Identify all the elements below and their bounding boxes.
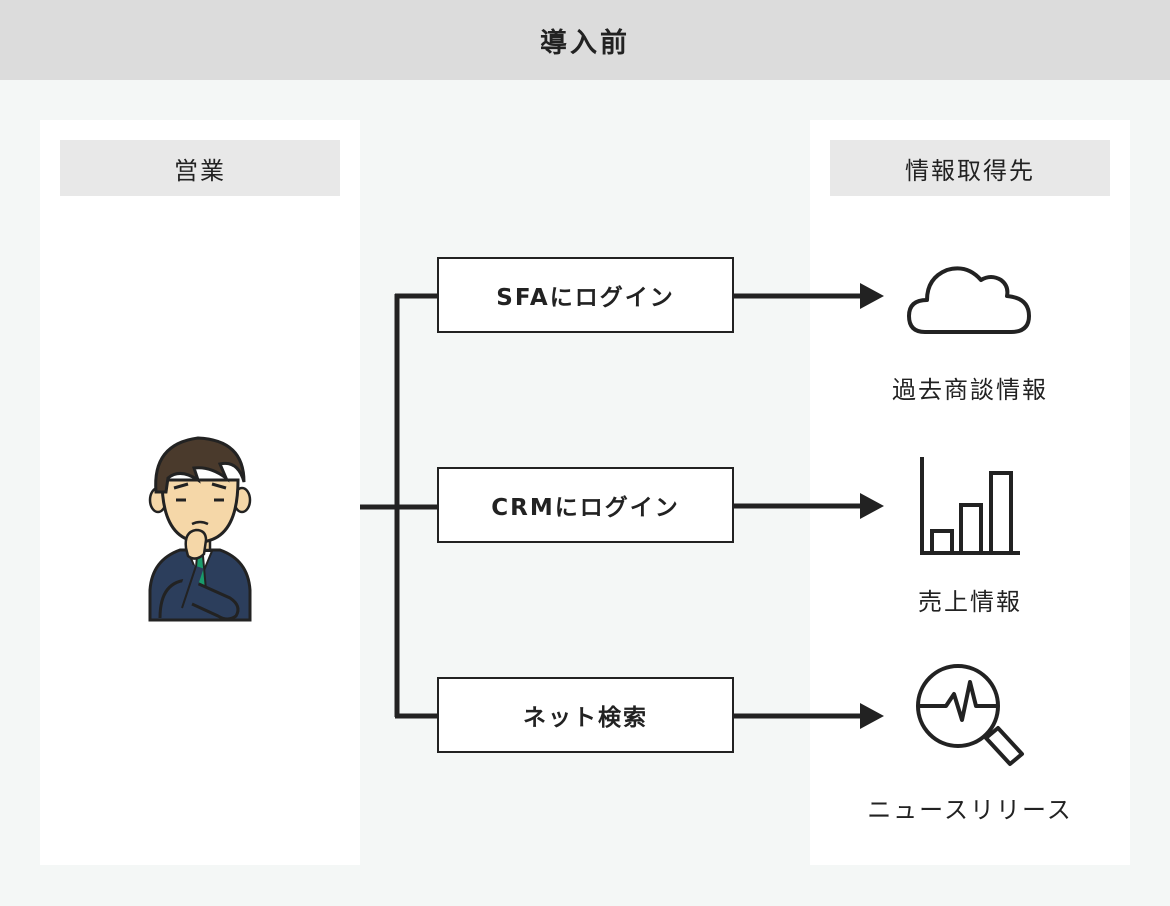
cloud-icon: [907, 266, 1031, 334]
info-sources-label: 情報取得先: [830, 140, 1110, 196]
page-title: 導入前: [0, 0, 1170, 80]
info-sources-panel: 情報取得先: [810, 120, 1130, 865]
crm-login-box: CRMにログイン: [437, 467, 734, 543]
past-deals-label: 過去商談情報: [892, 376, 1048, 404]
sales-label: 営業: [60, 140, 340, 196]
magnifier-pulse-icon: [916, 664, 1024, 766]
web-search-box: ネット検索: [437, 677, 734, 753]
news-release-label: ニュースリリース: [867, 796, 1073, 824]
sfa-login-box: SFAにログイン: [437, 257, 734, 333]
bar-chart-icon: [920, 457, 1020, 555]
sales-panel: 営業: [40, 120, 360, 865]
sales-info-label: 売上情報: [918, 588, 1022, 616]
thinking-salesperson-icon: [148, 436, 252, 622]
